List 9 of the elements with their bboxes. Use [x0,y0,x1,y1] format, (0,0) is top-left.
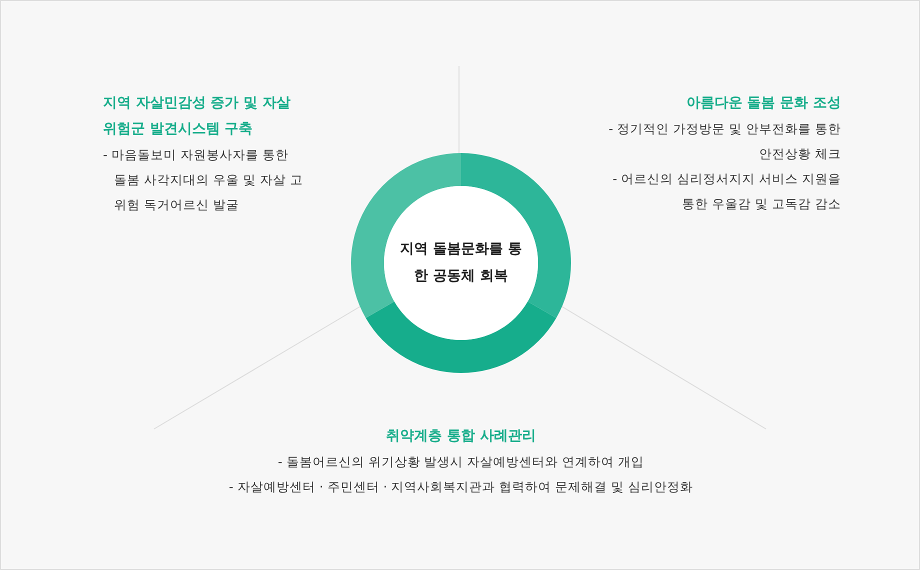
bullet-text: - 정기적인 가정방문 및 안부전화를 통한 안전상황 체크 [608,120,841,163]
section-heading: 취약계층 통합 사례관리 [385,427,537,446]
bullet-text: - 어르신의 심리정서지지 서비스 지원을 통한 우울감 및 고독감 감소 [612,170,841,213]
center-title: 지역 돌봄문화를 통한 공동체 회복 [399,240,523,286]
section-heading: 지역 자살민감성 증가 및 자살위험군 발견시스템 구축 [103,94,292,139]
bullet-text: - 마음돌보미 자원봉사자를 통한 돌봄 사각지대의 우울 및 자살 고위험 독거어르신 발굴 [103,146,303,214]
section-heading: 아름다운 돌봄 문화 조성 [685,94,841,113]
bullet-text: - 돌봄어르신의 위기상황 발생시 자살예방센터와 연계하여 개입 [276,453,646,471]
bullet-text: - 자살예방센터 · 주민센터 · 지역사회복지관과 협력하여 문제해결 및 심리안정화 [228,478,694,496]
